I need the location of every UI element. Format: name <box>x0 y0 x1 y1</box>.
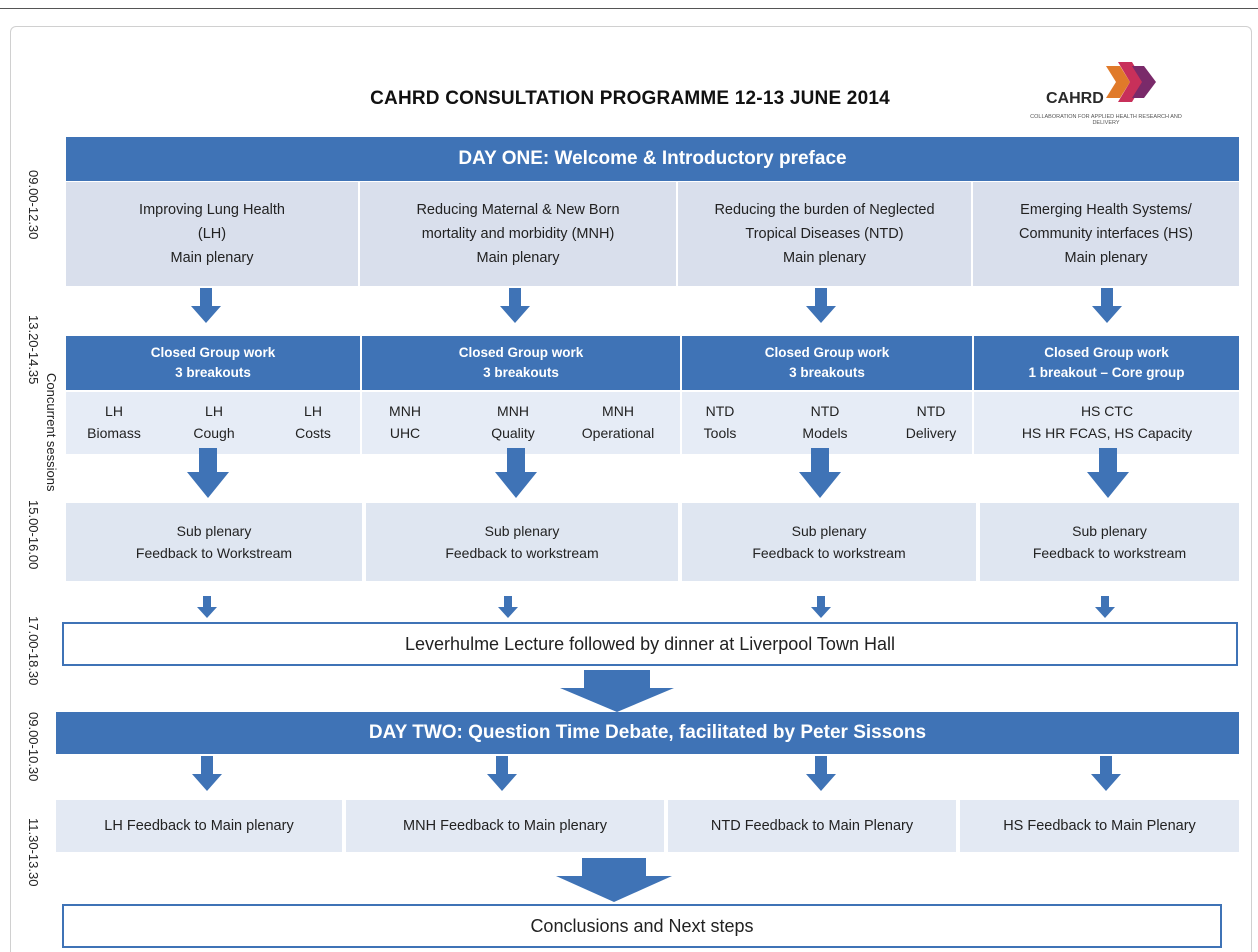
divider <box>680 392 682 454</box>
breakout-lh-costs: LH Costs <box>295 403 331 441</box>
down-arrow-icon <box>500 288 530 323</box>
down-arrow-icon <box>1095 596 1115 618</box>
feedback-hs: HS Feedback to Main Plenary <box>960 800 1239 852</box>
down-arrow-icon <box>556 858 672 902</box>
divider <box>972 392 974 454</box>
cahrd-logo: CAHRD COLLABORATION FOR APPLIED HEALTH R… <box>1028 60 1188 138</box>
down-arrow-icon <box>192 756 222 791</box>
workstream-ntd: Reducing the burden of Neglected Tropica… <box>678 182 971 286</box>
breakout-hs: HS CTC HS HR FCAS, HS Capacity <box>1021 403 1193 441</box>
breakout-mnh-operational: MNH Operational <box>581 403 655 441</box>
down-arrow-icon <box>806 756 836 791</box>
down-arrow-icon <box>1087 448 1129 498</box>
down-arrow-icon <box>799 448 841 498</box>
breakout-mnh-quality: MNH Quality <box>491 403 535 441</box>
time-label: 09.00-10.30 <box>26 712 41 782</box>
feedback-mnh: MNH Feedback to Main plenary <box>346 800 664 852</box>
time-label: Concurrent sessions <box>44 373 59 492</box>
closed-group-lh: Closed Group work 3 breakouts <box>66 336 360 390</box>
down-arrow-icon <box>487 756 517 791</box>
breakout-ntd-models: NTD Models <box>802 403 848 441</box>
conclusions-box: Conclusions and Next steps <box>62 904 1222 948</box>
sub-plenary-hs: Sub plenary Feedback to workstream <box>980 503 1239 581</box>
time-label: 15.00-16.00 <box>26 500 41 570</box>
day-two-banner: DAY TWO: Question Time Debate, facilitat… <box>56 712 1239 754</box>
workstream-lh: Improving Lung Health (LH) Main plenary <box>66 182 358 286</box>
feedback-lh: LH Feedback to Main plenary <box>56 800 342 852</box>
page-frame <box>10 26 1252 952</box>
breakout-mnh-uhc: MNH UHC <box>389 403 421 441</box>
breakout-ntd-delivery: NTD Delivery <box>905 403 957 441</box>
time-label: 13.20-14.35 <box>26 315 41 385</box>
day-one-banner: DAY ONE: Welcome & Introductory preface <box>66 137 1239 181</box>
down-arrow-icon <box>197 596 217 618</box>
sub-plenary-ntd: Sub plenary Feedback to workstream <box>682 503 976 581</box>
breakout-lh-cough: LH Cough <box>193 403 235 441</box>
breakout-ntd-tools: NTD Tools <box>703 403 737 441</box>
down-arrow-icon <box>495 448 537 498</box>
down-arrow-icon <box>806 288 836 323</box>
down-arrow-icon <box>498 596 518 618</box>
time-label: 17.00-18.30 <box>26 616 41 686</box>
logo-chevrons-icon <box>1106 62 1156 102</box>
page-title: CAHRD CONSULTATION PROGRAMME 12-13 JUNE … <box>370 88 890 109</box>
closed-group-ntd: Closed Group work 3 breakouts <box>682 336 972 390</box>
sub-plenary-lh: Sub plenary Feedback to Workstream <box>66 503 362 581</box>
leverhulme-lecture-box: Leverhulme Lecture followed by dinner at… <box>62 622 1238 666</box>
time-label: 11.30-13.30 <box>26 818 41 887</box>
breakout-lh-biomass: LH Biomass <box>87 403 141 441</box>
closed-group-mnh: Closed Group work 3 breakouts <box>362 336 680 390</box>
down-arrow-icon <box>191 288 221 323</box>
breakout-row <box>66 392 1239 454</box>
down-arrow-icon <box>1092 288 1122 323</box>
down-arrow-icon <box>811 596 831 618</box>
top-rule <box>0 8 1258 9</box>
sub-plenary-mnh: Sub plenary Feedback to workstream <box>366 503 678 581</box>
down-arrow-icon <box>1091 756 1121 791</box>
down-arrow-icon <box>187 448 229 498</box>
closed-group-hs: Closed Group work 1 breakout – Core grou… <box>974 336 1239 390</box>
time-label: 09.00-12.30 <box>26 170 41 240</box>
divider <box>360 392 362 454</box>
workstream-mnh: Reducing Maternal & New Born mortality a… <box>360 182 676 286</box>
workstream-hs: Emerging Health Systems/ Community inter… <box>973 182 1239 286</box>
logo-name: CAHRD <box>1046 90 1104 107</box>
feedback-ntd: NTD Feedback to Main Plenary <box>668 800 956 852</box>
down-arrow-icon <box>560 670 674 712</box>
logo-tagline: COLLABORATION FOR APPLIED HEALTH RESEARC… <box>1030 114 1182 126</box>
